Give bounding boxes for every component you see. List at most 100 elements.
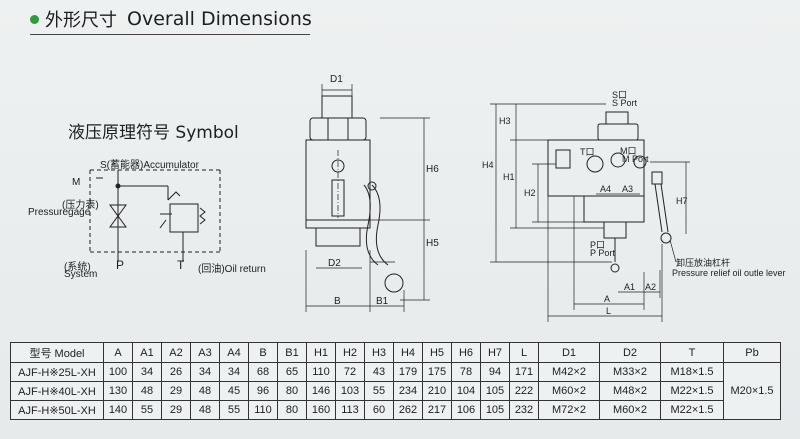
dim-b: B bbox=[334, 296, 341, 307]
title-cn: 外形尺寸 bbox=[45, 10, 117, 31]
col-header-h4: H4 bbox=[393, 342, 423, 363]
m-port-label: M bbox=[72, 177, 81, 188]
dim-h2: H2 bbox=[524, 188, 536, 198]
cell-a1: 34 bbox=[132, 362, 162, 382]
cell-h1: 146 bbox=[306, 381, 336, 401]
cell-h3: 60 bbox=[364, 400, 394, 420]
cell-h7: 105 bbox=[480, 381, 510, 401]
cell-t: M22×1.5 bbox=[660, 381, 724, 401]
col-header-b: B bbox=[248, 342, 278, 363]
dim-a: A bbox=[604, 294, 611, 304]
cell-model: AJF-H※25L-XH bbox=[10, 362, 104, 382]
dim-a3: A3 bbox=[622, 184, 634, 194]
table-header-row: 型号 Model A A1 A2 A3 A4 B B1 H1 H2 H3 H4 … bbox=[10, 342, 781, 363]
cell-h6: 104 bbox=[451, 381, 481, 401]
dim-h6: H6 bbox=[426, 164, 439, 175]
cell-d2: M33×2 bbox=[599, 362, 661, 382]
cell-h5: 217 bbox=[422, 400, 452, 420]
cell-h3: 43 bbox=[364, 362, 394, 382]
col-header-t: T bbox=[660, 342, 724, 363]
s-port-en: S Port bbox=[612, 98, 638, 108]
dim-h5: H5 bbox=[426, 238, 439, 249]
cell-a3: 48 bbox=[190, 400, 220, 420]
cell-h2: 103 bbox=[335, 381, 365, 401]
cell-h1: 160 bbox=[306, 400, 336, 420]
col-header-d2: D2 bbox=[599, 342, 661, 363]
oil-return-label: (回油)Oil return bbox=[198, 264, 266, 275]
cell-t: M18×1.5 bbox=[660, 362, 724, 382]
pressure-gauge-cn: (压力表) bbox=[62, 200, 99, 211]
col-header-a2: A2 bbox=[161, 342, 191, 363]
cell-h4: 179 bbox=[393, 362, 423, 382]
cell-a: 140 bbox=[103, 400, 133, 420]
cell-b1: 80 bbox=[277, 381, 307, 401]
cell-h2: 72 bbox=[335, 362, 365, 382]
p-port-en: P Port bbox=[590, 248, 615, 258]
col-header-h2: H2 bbox=[335, 342, 365, 363]
cell-h7: 105 bbox=[480, 400, 510, 420]
dim-d1: D1 bbox=[330, 74, 343, 85]
col-header-h5: H5 bbox=[422, 342, 452, 363]
section-header: 外形尺寸 Overall Dimensions bbox=[30, 6, 312, 32]
cell-a4: 55 bbox=[219, 400, 249, 420]
cell-pb: M20×1.5 bbox=[723, 362, 781, 420]
col-header-d1: D1 bbox=[538, 342, 600, 363]
col-header-a1: A1 bbox=[132, 342, 162, 363]
col-header-a: A bbox=[103, 342, 133, 363]
cell-b: 68 bbox=[248, 362, 278, 382]
dimensions-table: 型号 Model A A1 A2 A3 A4 B B1 H1 H2 H3 H4 … bbox=[10, 342, 781, 420]
cell-h5: 210 bbox=[422, 381, 452, 401]
cell-b: 96 bbox=[248, 381, 278, 401]
cell-l: 171 bbox=[509, 362, 539, 382]
cell-a4: 45 bbox=[219, 381, 249, 401]
system-en: System bbox=[64, 269, 98, 280]
pressure-gauge-en: Pressuregage bbox=[28, 207, 91, 218]
hydraulic-symbol bbox=[89, 169, 221, 262]
p-port-label: P bbox=[116, 258, 125, 272]
cell-a1: 48 bbox=[132, 381, 162, 401]
cell-d1: M42×2 bbox=[538, 362, 600, 382]
cell-h3: 55 bbox=[364, 381, 394, 401]
dim-h1: H1 bbox=[503, 172, 515, 182]
technical-drawing bbox=[89, 84, 690, 322]
table-row: AJF-H※25L-XH 100 34 26 34 34 68 65 110 7… bbox=[10, 362, 781, 420]
table-row: AJF-H※50L-XH 140 55 29 48 55 110 80 160 … bbox=[10, 400, 781, 420]
cell-a: 100 bbox=[103, 362, 133, 382]
t-port-label: T bbox=[177, 258, 185, 272]
cell-d2: M60×2 bbox=[599, 400, 661, 420]
cell-model: AJF-H※40L-XH bbox=[10, 381, 104, 401]
cell-l: 222 bbox=[509, 381, 539, 401]
col-header-a3: A3 bbox=[190, 342, 220, 363]
title-en: Overall Dimensions bbox=[127, 8, 312, 30]
dim-a2: A2 bbox=[645, 282, 657, 292]
cell-h4: 262 bbox=[393, 400, 423, 420]
col-header-pb: Pb bbox=[723, 342, 781, 363]
dim-b1: B1 bbox=[376, 296, 389, 307]
m-port-cn: M口 bbox=[620, 146, 637, 156]
dim-l: L bbox=[606, 306, 612, 316]
cell-h5: 175 bbox=[422, 362, 452, 382]
cell-h6: 78 bbox=[451, 362, 481, 382]
dim-h4: H4 bbox=[482, 160, 494, 170]
dim-d2: D2 bbox=[328, 258, 341, 269]
p-port-cn: P口 bbox=[590, 240, 606, 250]
cell-a2: 29 bbox=[161, 381, 191, 401]
cell-h2: 113 bbox=[335, 400, 365, 420]
col-header-a4: A4 bbox=[219, 342, 249, 363]
cell-a2: 29 bbox=[161, 400, 191, 420]
col-header-h3: H3 bbox=[364, 342, 394, 363]
symbol-title: 液压原理符号 Symbol bbox=[68, 123, 239, 143]
dim-a1: A1 bbox=[624, 282, 636, 292]
m-port-en: M Port bbox=[622, 154, 649, 164]
cell-a1: 55 bbox=[132, 400, 162, 420]
accumulator-label: S(蓄能器)Accumulator bbox=[100, 160, 199, 171]
cell-d2: M48×2 bbox=[599, 381, 661, 401]
cell-model: AJF-H※50L-XH bbox=[10, 400, 104, 420]
cell-a4: 34 bbox=[219, 362, 249, 382]
col-header-h7: H7 bbox=[480, 342, 510, 363]
col-header-h6: H6 bbox=[451, 342, 481, 363]
cell-a2: 26 bbox=[161, 362, 191, 382]
cell-b1: 80 bbox=[277, 400, 307, 420]
col-header-l: L bbox=[509, 342, 539, 363]
side-view bbox=[490, 103, 690, 322]
